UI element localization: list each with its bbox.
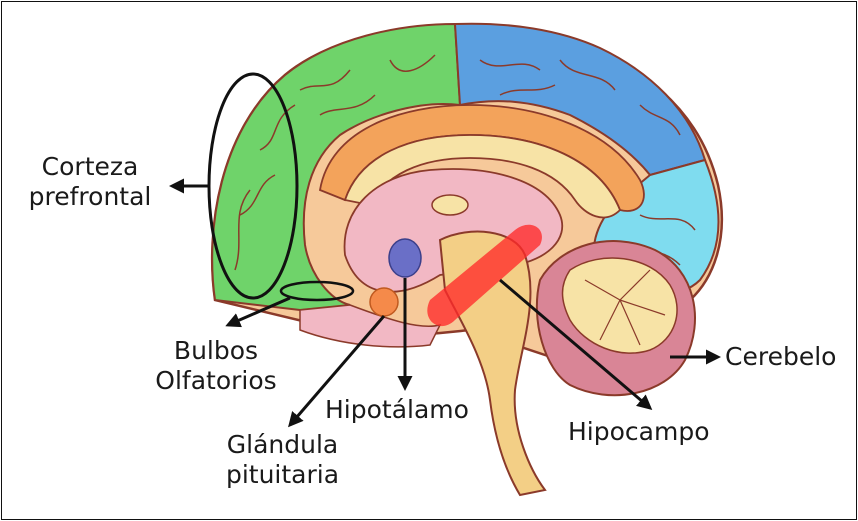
- label-cerebelo: Cerebelo: [725, 342, 836, 372]
- label-corteza-line2: prefrontal: [14, 182, 166, 212]
- label-corteza-line1: Corteza: [14, 152, 166, 182]
- label-hipocampo: Hipocampo: [568, 417, 710, 447]
- label-bulbos-line1: Bulbos: [146, 336, 286, 366]
- label-glandula-line2: pituitaria: [220, 460, 345, 490]
- label-hipotalamo: Hipotálamo: [325, 395, 469, 425]
- label-glandula-pituitaria: Glándula pituitaria: [220, 430, 345, 490]
- label-bulbos-olfatorios: Bulbos Olfatorios: [146, 336, 286, 396]
- pituitary-gland: [370, 288, 398, 316]
- label-glandula-line1: Glándula: [220, 430, 345, 460]
- label-corteza-prefrontal: Corteza prefrontal: [14, 152, 166, 212]
- label-bulbos-line2: Olfatorios: [146, 366, 286, 396]
- hypothalamus: [389, 239, 421, 277]
